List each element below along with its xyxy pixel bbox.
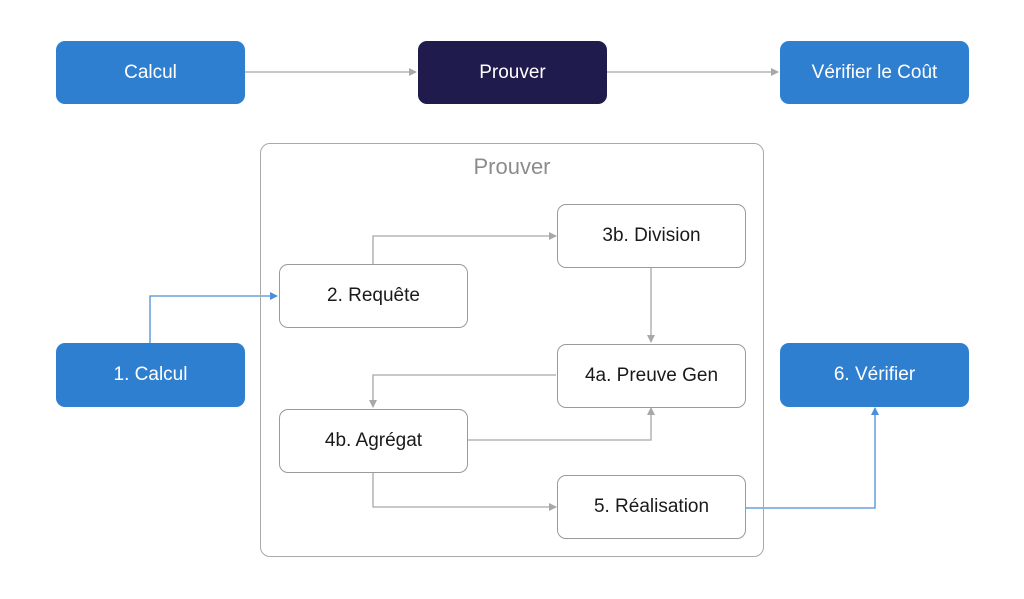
verifier-cout-box: Vérifier le Coût: [780, 41, 969, 104]
prouver-box: Prouver: [418, 41, 607, 104]
arrow-preuve-gen-to-agregat: [369, 374, 556, 408]
verifier-box: 6. Vérifier: [780, 343, 969, 407]
requete-label: 2. Requête: [327, 285, 420, 306]
preuve-gen-box: 4a. Preuve Gen: [557, 344, 746, 408]
prouver-label: Prouver: [479, 61, 546, 83]
prover-container-title: Prouver: [473, 154, 551, 179]
preuve-gen-label: 4a. Preuve Gen: [584, 365, 719, 386]
agregat-label: 4b. Agrégat: [324, 430, 423, 451]
verifier-cout-label: Vérifier le Coût: [811, 61, 938, 83]
requete-box: 2. Requête: [279, 264, 468, 328]
calcul-label: Calcul: [124, 61, 177, 83]
step1-calcul-label: 1. Calcul: [113, 364, 188, 385]
realisation-label: 5. Réalisation: [593, 496, 710, 517]
realisation-box: 5. Réalisation: [557, 475, 746, 539]
calcul-box: Calcul: [56, 41, 245, 104]
prover-container: Prouver: [260, 143, 764, 557]
division-label: 3b. Division: [602, 225, 701, 246]
verifier-label: 6. Vérifier: [833, 364, 916, 385]
step1-calcul-box: 1. Calcul: [56, 343, 245, 407]
arrow-realisation-to-verifier: [745, 407, 879, 509]
arrow-agregat-to-realisation: [372, 473, 557, 511]
arrow-agregat-to-preuve-gen: [468, 407, 655, 441]
division-box: 3b. Division: [557, 204, 746, 268]
agregat-box: 4b. Agrégat: [279, 409, 468, 473]
arrow-calcul-to-requete: [149, 292, 278, 343]
arrow-requete-to-division: [372, 232, 557, 264]
